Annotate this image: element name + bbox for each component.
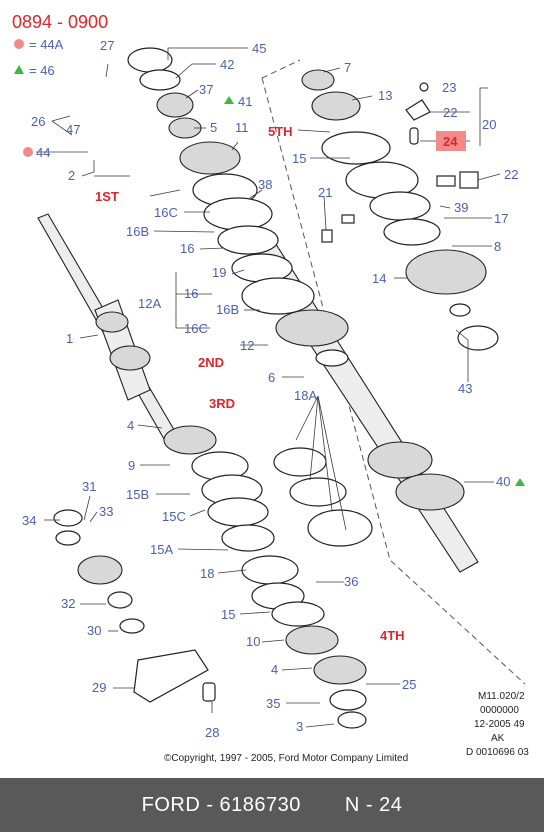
main-gear-stack — [127, 47, 465, 511]
highlighted-part-label: 24 — [443, 134, 458, 149]
exploded-parts-diagram: 0894 - 0900 = 44A = 46 — [12, 12, 529, 764]
part-label: 4 — [271, 662, 278, 677]
part-label: 12 — [240, 338, 254, 353]
part-label: 41 — [238, 94, 252, 109]
triangle-marker-icon — [515, 478, 525, 486]
left-gear-stack — [95, 311, 367, 729]
part-label: 33 — [99, 504, 113, 519]
footer-part-number: FORD - 6186730 — [141, 793, 301, 816]
part-label: 27 — [100, 38, 114, 53]
part-label: 3 — [296, 719, 303, 734]
part-label: 16B — [216, 302, 239, 317]
leader-lines — [36, 47, 501, 728]
part-label: 38 — [258, 177, 272, 192]
part-label: 15A — [150, 542, 173, 557]
separator-line — [261, 77, 526, 685]
part-label: 42 — [220, 57, 234, 72]
triangle-marker-icon — [224, 96, 234, 104]
part-label: 15C — [162, 509, 186, 524]
part-label: 35 — [266, 696, 280, 711]
part-label: 22 — [504, 167, 518, 182]
part-label: 15 — [221, 607, 235, 622]
info-line: 0000000 — [480, 705, 519, 716]
part-label: 18 — [200, 566, 214, 581]
part-label: 45 — [252, 41, 266, 56]
part-label: 28 — [205, 725, 219, 740]
part-label: 16C — [184, 321, 208, 336]
part-label: 31 — [82, 479, 96, 494]
part-label: 14 — [372, 271, 386, 286]
gear-label-3rd: 3RD — [209, 396, 235, 411]
part-label: 44 — [36, 145, 50, 160]
synchro-ring-set — [273, 447, 373, 547]
part-label: 17 — [494, 211, 508, 226]
part-label: 2 — [68, 168, 75, 183]
circle-marker-icon — [23, 147, 33, 157]
gear-label-1st: 1ST — [95, 189, 119, 204]
part-label: 16C — [154, 205, 178, 220]
part-label: 16 — [180, 241, 194, 256]
part-labels: 1 2 3 4 4 5 6 7 8 9 10 11 12 12A 13 14 1… — [22, 38, 518, 740]
legend-circle-text: = 44A — [29, 37, 64, 52]
copyright: ©Copyright, 1997 - 2005, Ford Motor Comp… — [164, 753, 408, 764]
footer-page: N - 24 — [344, 793, 403, 816]
part-label: 13 — [378, 88, 392, 103]
part-label: 40 — [496, 474, 510, 489]
part-label: 1 — [66, 331, 73, 346]
part-label: 36 — [344, 574, 358, 589]
part-label: 37 — [199, 82, 213, 97]
part-label: 15B — [126, 487, 149, 502]
part-label: 34 — [22, 513, 36, 528]
part-label: 26 — [31, 114, 45, 129]
part-label: 22 — [443, 105, 457, 120]
part-label: 23 — [442, 80, 456, 95]
gear-label-4th: 4TH — [380, 628, 405, 643]
part-label: 29 — [92, 680, 106, 695]
part-label: 15 — [292, 151, 306, 166]
part-label: 39 — [454, 200, 468, 215]
gear-label-5th: 5TH — [268, 124, 293, 139]
part-label: 43 — [458, 381, 472, 396]
part-label: 16B — [126, 224, 149, 239]
part-label: 21 — [318, 185, 332, 200]
info-line: M11.020/2 — [478, 691, 525, 702]
part-label: 12A — [138, 296, 161, 311]
info-line: 12-2005 49 — [474, 719, 525, 730]
fifth-gear-assembly — [301, 69, 499, 351]
highlight-box — [436, 131, 466, 151]
info-line: AK — [491, 733, 505, 744]
drawing-info: M11.020/2 0000000 12-2005 49 AK D 001069… — [466, 691, 529, 758]
legend-circle-icon — [14, 39, 24, 49]
part-label: 8 — [494, 239, 501, 254]
part-label: 5 — [210, 120, 217, 135]
gear-label-2nd: 2ND — [198, 355, 224, 370]
part-label: 47 — [66, 122, 80, 137]
part-label: 9 — [128, 458, 135, 473]
part-label: 30 — [87, 623, 101, 638]
detent-parts — [321, 82, 479, 243]
legend-triangle-icon — [14, 65, 24, 74]
part-label: 11 — [235, 120, 249, 135]
part-label: 19 — [212, 265, 226, 280]
legend-triangle-text: = 46 — [29, 63, 55, 78]
part-label: 25 — [402, 677, 416, 692]
part-label: 16 — [184, 286, 198, 301]
reverse-idler-assembly — [53, 509, 216, 703]
diagram-title: 0894 - 0900 — [12, 12, 108, 32]
part-label: 18A — [294, 388, 317, 403]
part-label: 6 — [268, 370, 275, 385]
part-label: 4 — [127, 418, 134, 433]
footer-bar: FORD - 6186730 N - 24 — [0, 778, 544, 832]
part-label: 7 — [344, 60, 351, 75]
info-line: D 0010696 03 — [466, 747, 529, 758]
part-label: 32 — [61, 596, 75, 611]
part-label: 10 — [246, 634, 260, 649]
part-label: 20 — [482, 117, 496, 132]
